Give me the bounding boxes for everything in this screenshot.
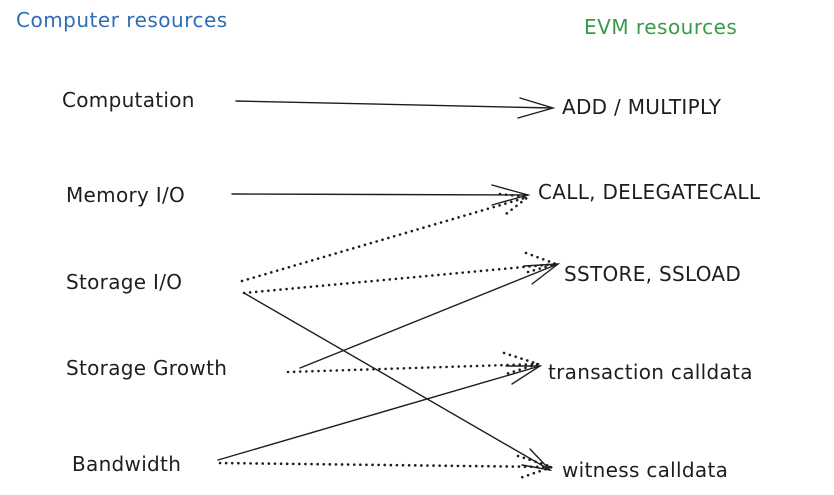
arrow-bandwidth-to-witness-dotted	[218, 454, 557, 480]
label-witness-calldata: witness calldata	[562, 458, 729, 482]
arrow-computation-to-add-multiply	[235, 97, 556, 119]
label-computation: Computation	[62, 88, 195, 112]
label-memory-io: Memory I/O	[66, 183, 186, 207]
label-transaction-calldata: transaction calldata	[548, 360, 753, 384]
label-add-multiply: ADD / MULTIPLY	[562, 95, 722, 119]
arrow-storage-growth-to-sstore	[299, 263, 561, 369]
label-sstore-ssload: SSTORE, SSLOAD	[564, 262, 742, 286]
arrow-storage-io-to-call-dotted	[240, 192, 532, 283]
label-storage-io: Storage I/O	[66, 270, 183, 294]
label-storage-growth: Storage Growth	[66, 356, 228, 380]
arrow-storage-growth-to-transaction-dotted	[286, 351, 543, 376]
label-bandwidth: Bandwidth	[72, 452, 182, 476]
label-call-delegatecall: CALL, DELEGATECALL	[538, 180, 761, 204]
evm-resources-header: EVM resources	[584, 15, 738, 39]
arrow-memory-io-to-call	[231, 184, 531, 206]
arrow-storage-io-to-sstore-dotted	[242, 251, 561, 295]
arrow-bandwidth-to-transaction	[217, 365, 543, 461]
arrow-storage-io-to-witness	[243, 292, 552, 472]
computer-resources-header: Computer resources	[16, 8, 228, 32]
